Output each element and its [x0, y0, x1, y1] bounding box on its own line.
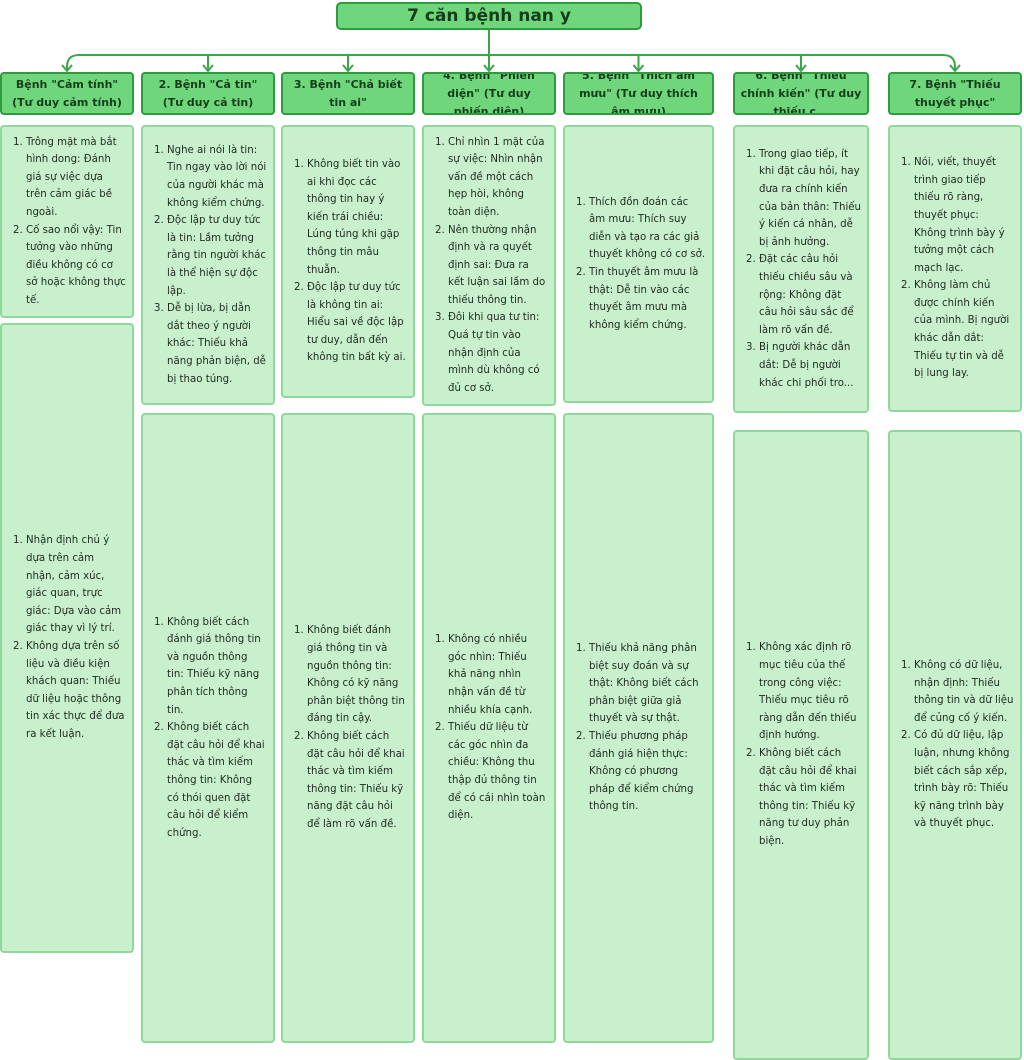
column-6-upper-list: Trong giao tiếp, ít khi đặt câu hỏi, hay…: [739, 146, 861, 392]
column-3-upper-card: Không biết tin vào ai khi đọc các thông …: [281, 125, 415, 398]
list-item: Có đủ dữ liệu, lập luận, nhưng không biế…: [914, 727, 1014, 833]
branch-arrow-4: [483, 64, 495, 73]
column-2-upper-card: Nghe ai nói là tin: Tin ngay vào lời nói…: [141, 125, 275, 405]
branch-arrow-2: [202, 64, 214, 73]
list-item: Không làm chủ được chính kiến của mình. …: [914, 277, 1014, 383]
list-item: Không biết cách đặt câu hỏi để khai thác…: [759, 745, 861, 851]
column-6-lower-list: Không xác định rõ mục tiêu của thế trong…: [739, 639, 861, 850]
column-7-lower-list: Không có dữ liệu, nhận định: Thiếu thông…: [894, 657, 1014, 833]
column-3-lower-list: Không biết đánh giá thông tin và nguồn t…: [287, 622, 407, 833]
list-item: Không biết cách đặt câu hỏi để khai thác…: [307, 728, 407, 834]
list-item: Chỉ nhìn 1 mặt của sự việc: Nhìn nhận vấ…: [448, 134, 548, 222]
list-item: Độc lập tư duy tức là tin: Lầm tưởng rằn…: [167, 212, 267, 300]
column-2-upper-list: Nghe ai nói là tin: Tin ngay vào lời nói…: [147, 142, 267, 388]
branch-arrow-5: [632, 64, 645, 73]
list-item: Nói, viết, thuyết trình giao tiếp thiếu …: [914, 154, 1014, 277]
list-item: Không biết cách đặt câu hỏi để khai thác…: [167, 719, 267, 842]
column-header-7: 7. Bệnh "Thiếu thuyết phục": [888, 72, 1022, 115]
root-title: 7 căn bệnh nan y: [336, 2, 642, 30]
branch-arrow-6: [795, 64, 807, 73]
list-item: Thiếu phương pháp đánh giá hiện thực: Kh…: [589, 728, 706, 816]
list-item: Nên thường nhận định và ra quyết định sa…: [448, 222, 548, 310]
column-5-lower-list: Thiếu khả năng phân biệt suy đoán và sự …: [569, 640, 706, 816]
column-7-upper-card: Nói, viết, thuyết trình giao tiếp thiếu …: [888, 125, 1022, 412]
list-item: Đặt các câu hỏi thiếu chiều sâu và rộng:…: [759, 251, 861, 339]
list-item: Cố sao nổi vậy: Tin tưởng vào những điều…: [26, 222, 126, 310]
list-item: Không có dữ liệu, nhận định: Thiếu thông…: [914, 657, 1014, 727]
column-5-lower-card: Thiếu khả năng phân biệt suy đoán và sự …: [563, 413, 714, 1043]
column-4-upper-list: Chỉ nhìn 1 mặt của sự việc: Nhìn nhận vấ…: [428, 134, 548, 398]
list-item: Dễ bị lừa, bị dẫn dắt theo ý người khác:…: [167, 300, 267, 388]
list-item: Nghe ai nói là tin: Tin ngay vào lời nói…: [167, 142, 267, 212]
list-item: Đôi khi qua tư tin: Quá tự tin vào nhận …: [448, 309, 548, 397]
list-item: Không biết đánh giá thông tin và nguồn t…: [307, 622, 407, 728]
list-item: Không dựa trên số liệu và điều kiện khác…: [26, 638, 126, 744]
column-3-upper-list: Không biết tin vào ai khi đọc các thông …: [287, 156, 407, 367]
column-header-3: 3. Bệnh "Chả biết tin ai": [281, 72, 415, 115]
list-item: Không biết tin vào ai khi đọc các thông …: [307, 156, 407, 279]
column-7-lower-card: Không có dữ liệu, nhận định: Thiếu thông…: [888, 430, 1022, 1060]
column-header-1: Bệnh "Cảm tính" (Tư duy cảm tính): [0, 72, 134, 115]
column-2-lower-list: Không biết cách đánh giá thông tin và ng…: [147, 614, 267, 843]
column-5-upper-card: Thích đồn đoán các âm mưu: Thích suy diễ…: [563, 125, 714, 403]
list-item: Bị người khác dẫn dắt: Dễ bị người khác …: [759, 339, 861, 392]
column-1-lower-card: Nhận định chủ ý dựa trên cảm nhận, cảm x…: [0, 323, 134, 953]
branch-line-7: [942, 54, 956, 70]
branch-line-1: [66, 54, 80, 70]
branch-arrow-1: [61, 64, 73, 73]
column-header-2: 2. Bệnh "Cả tin" (Tư duy cả tin): [141, 72, 275, 115]
list-item: Thiếu dữ liệu từ các góc nhìn đa chiều: …: [448, 719, 548, 825]
column-6-lower-card: Không xác định rõ mục tiêu của thế trong…: [733, 430, 869, 1060]
list-item: Thích đồn đoán các âm mưu: Thích suy diễ…: [589, 194, 706, 264]
column-header-6: 6. Bệnh "Thiếu chính kiến" (Tư duy thiếu…: [733, 72, 869, 115]
column-5-upper-list: Thích đồn đoán các âm mưu: Thích suy diễ…: [569, 194, 706, 335]
list-item: Trông mặt mà bắt hình dong: Đánh giá sự …: [26, 134, 126, 222]
list-item: Nhận định chủ ý dựa trên cảm nhận, cảm x…: [26, 532, 126, 638]
column-4-lower-list: Không có nhiều góc nhìn: Thiếu khả năng …: [428, 631, 548, 825]
list-item: Không biết cách đánh giá thông tin và ng…: [167, 614, 267, 720]
column-header-5: 5. Bệnh "Thích âm mưu" (Tư duy thích âm …: [563, 72, 714, 115]
column-1-upper-card: Trông mặt mà bắt hình dong: Đánh giá sự …: [0, 125, 134, 318]
column-7-upper-list: Nói, viết, thuyết trình giao tiếp thiếu …: [894, 154, 1014, 383]
branch-arrow-3: [342, 64, 354, 73]
column-4-upper-card: Chỉ nhìn 1 mặt của sự việc: Nhìn nhận vấ…: [422, 125, 556, 406]
column-1-lower-list: Nhận định chủ ý dựa trên cảm nhận, cảm x…: [6, 532, 126, 743]
list-item: Tin thuyết âm mưu là thật: Dễ tin vào cá…: [589, 264, 706, 334]
column-3-lower-card: Không biết đánh giá thông tin và nguồn t…: [281, 413, 415, 1043]
connector-lines: [61, 30, 961, 73]
list-item: Thiếu khả năng phân biệt suy đoán và sự …: [589, 640, 706, 728]
list-item: Không xác định rõ mục tiêu của thế trong…: [759, 639, 861, 745]
list-item: Độc lập tư duy tức là không tin ai: Hiểu…: [307, 279, 407, 367]
column-4-lower-card: Không có nhiều góc nhìn: Thiếu khả năng …: [422, 413, 556, 1043]
column-6-upper-card: Trong giao tiếp, ít khi đặt câu hỏi, hay…: [733, 125, 869, 413]
list-item: Không có nhiều góc nhìn: Thiếu khả năng …: [448, 631, 548, 719]
column-1-upper-list: Trông mặt mà bắt hình dong: Đánh giá sự …: [6, 134, 126, 310]
column-2-lower-card: Không biết cách đánh giá thông tin và ng…: [141, 413, 275, 1043]
list-item: Trong giao tiếp, ít khi đặt câu hỏi, hay…: [759, 146, 861, 252]
column-header-4: 4. Bệnh "Phiến diện" (Tư duy phiến diện): [422, 72, 556, 115]
branch-arrow-7: [949, 64, 961, 73]
